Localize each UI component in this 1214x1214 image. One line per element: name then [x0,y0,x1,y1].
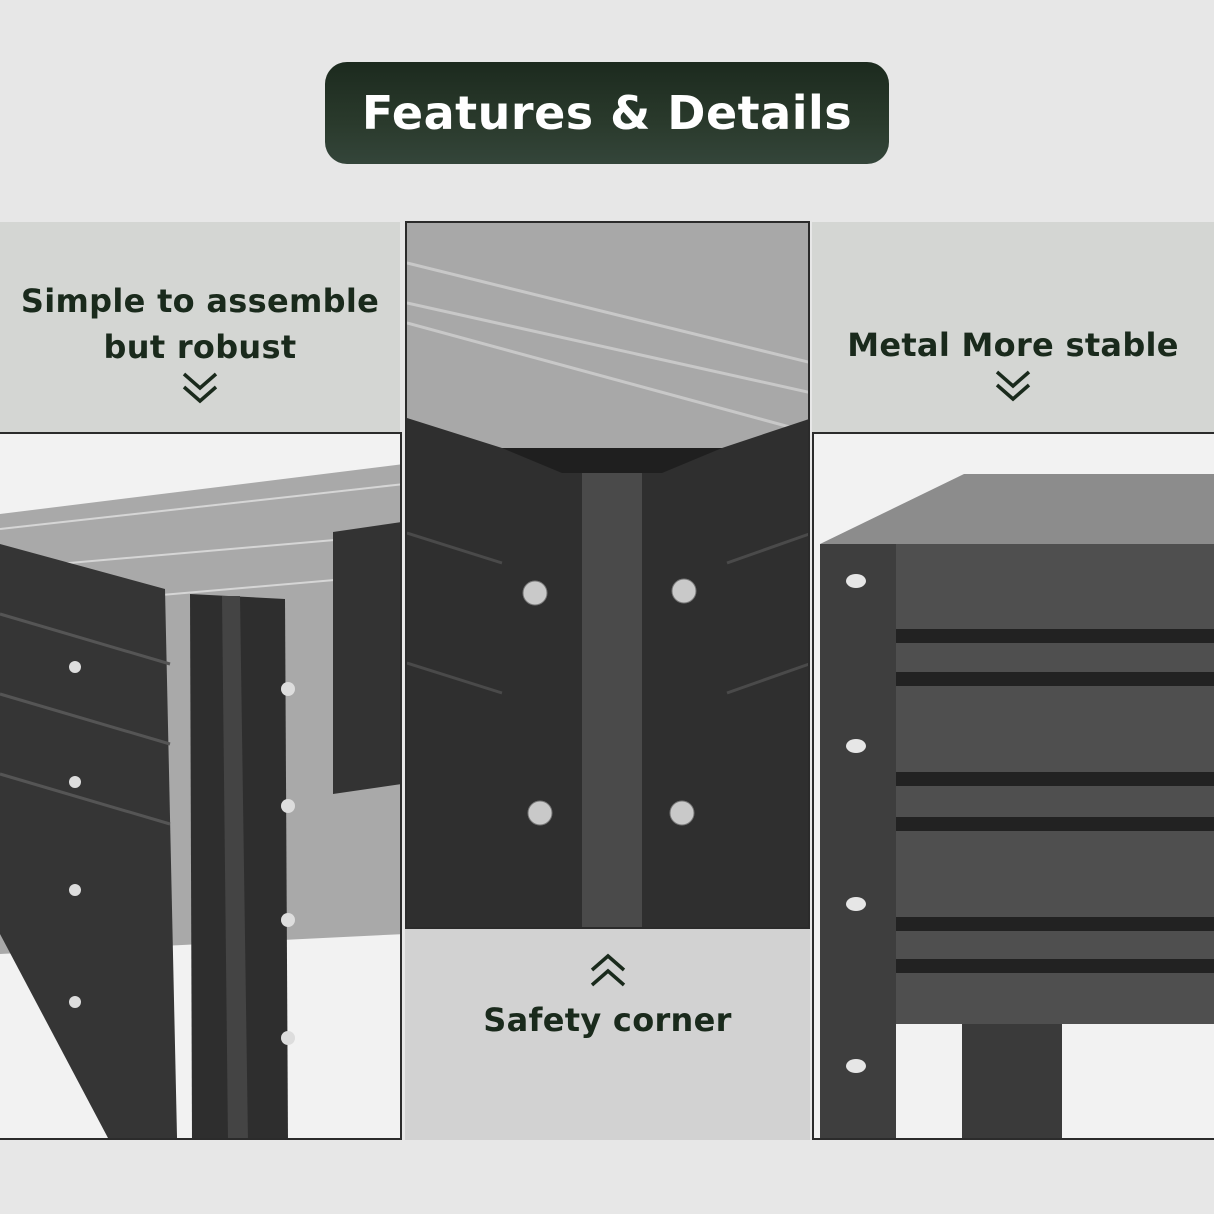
label-panel-safety: Safety corner [405,929,810,1140]
page-title: Features & Details [361,86,853,140]
label-line-2: but robust [103,328,297,366]
side-panel-image [812,432,1214,1140]
title-banner: Features & Details [325,62,889,164]
label-panel-assemble: Simple to assemble but robust [0,222,400,432]
corner-image [405,221,810,929]
label-line-1: Safety corner [483,1001,732,1039]
double-chevron-down-icon [182,372,218,404]
assembly-image [0,432,402,1140]
double-chevron-down-icon [995,370,1031,402]
label-line-1: Metal More stable [847,326,1179,364]
label-line-1: Simple to assemble [20,282,380,320]
label-panel-metal: Metal More stable [812,222,1214,432]
double-chevron-up-icon [590,953,625,987]
